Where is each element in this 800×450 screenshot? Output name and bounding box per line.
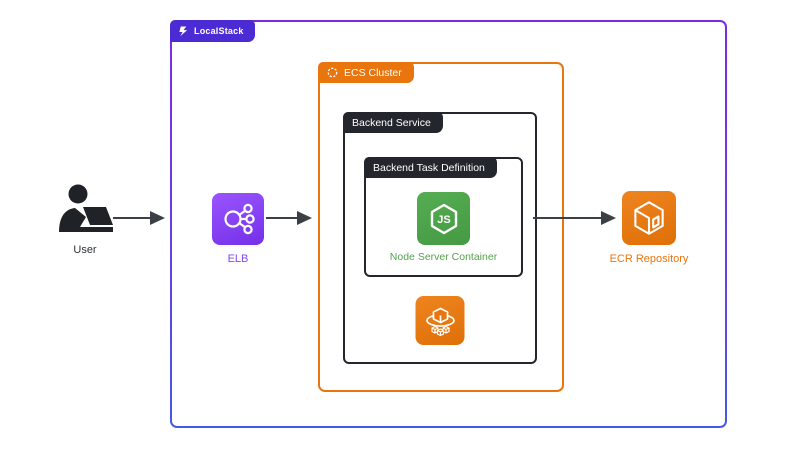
- ecr-label: ECR Repository: [609, 253, 689, 265]
- task-definition-tab: Backend Task Definition: [364, 157, 497, 178]
- nodejs-hexagon-icon: JS: [417, 192, 470, 245]
- ecr-glyph: [634, 201, 664, 235]
- load-balancer-icon: [212, 193, 264, 245]
- elb-node: ELB: [190, 193, 286, 265]
- nodejs-glyph: JS: [430, 203, 457, 234]
- backend-service-label: Backend Service: [352, 116, 431, 129]
- localstack-tab-label: LocalStack: [194, 26, 244, 36]
- ecr-node: ECR Repository: [601, 191, 697, 265]
- localstack-logo-icon: [179, 25, 188, 36]
- ecr-cube-icon: [622, 191, 676, 245]
- task-definition-box: Backend Task Definition JS Node Server C…: [364, 157, 523, 277]
- ecs-service-cubes-icon: [415, 296, 465, 345]
- task-definition-label: Backend Task Definition: [373, 161, 485, 174]
- ecs-cluster-label: ECS Cluster: [344, 66, 402, 79]
- ecs-cluster-box: ECS Cluster: [318, 62, 564, 392]
- backend-service-box: Backend Service Backend Task Definition …: [343, 112, 537, 364]
- person-at-laptop-icon: [59, 184, 113, 232]
- svg-text:JS: JS: [437, 214, 450, 226]
- user-node: User: [37, 184, 133, 256]
- node-container-label: Node Server Container: [389, 251, 498, 263]
- user-label: User: [73, 244, 97, 256]
- ecs-service-glyph: [425, 307, 455, 336]
- ecs-cluster-icon: [327, 67, 338, 78]
- elb-glyph: [224, 203, 255, 235]
- elb-label: ELB: [227, 253, 249, 265]
- ecs-cluster-tab: ECS Cluster: [318, 62, 414, 83]
- localstack-tab: LocalStack: [170, 20, 255, 42]
- backend-service-tab: Backend Service: [343, 112, 443, 133]
